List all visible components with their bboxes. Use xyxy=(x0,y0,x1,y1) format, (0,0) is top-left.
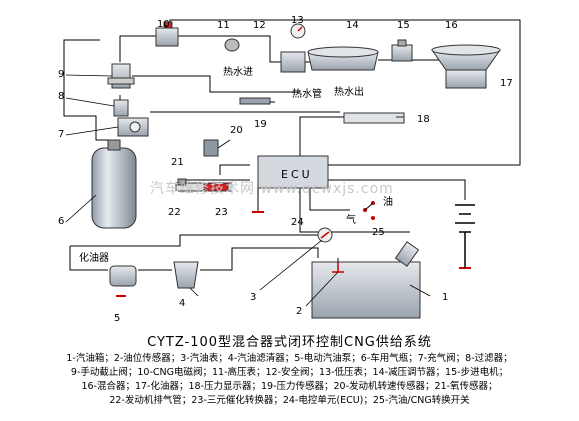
num-3: 3 xyxy=(250,292,257,303)
num-1: 1 xyxy=(442,292,449,303)
ecu-label: ECU xyxy=(281,168,313,181)
watermark: 汽车维修技术网 www.qcwxjs.com xyxy=(150,181,394,197)
num-2: 2 xyxy=(296,306,303,317)
rpm-sensor xyxy=(203,139,219,157)
stepper-motor xyxy=(391,44,413,62)
fuel-pump xyxy=(109,265,137,287)
num-5: 5 xyxy=(114,313,121,324)
fuel-filter xyxy=(173,261,199,289)
legend-line-2: 9-手动截止阀；10-CNG电磁阀；11-高压表；12-安全阀；13-低压表；1… xyxy=(70,367,509,378)
carburetor xyxy=(445,69,487,89)
gas-cylinder xyxy=(91,147,137,229)
num-6: 6 xyxy=(58,216,65,227)
num-10: 10 xyxy=(157,19,170,30)
num-20: 20 xyxy=(230,125,243,136)
num-24: 24 xyxy=(291,217,304,228)
catalytic-converter xyxy=(203,182,229,192)
diagram-caption: CYTZ-100型混合器式闭环控制CNG供给系统 xyxy=(147,335,432,350)
num-8: 8 xyxy=(58,91,65,102)
num-19: 19 xyxy=(254,119,267,130)
hot-water-out-label: 热水出 xyxy=(334,87,364,98)
pressure-display xyxy=(343,112,405,124)
num-23: 23 xyxy=(215,207,228,218)
hot-water-in-label: 热水进 xyxy=(223,67,253,78)
num-21: 21 xyxy=(171,157,184,168)
num-18: 18 xyxy=(417,114,430,125)
oil-filter-label: 化油器 xyxy=(79,253,109,264)
num-13: 13 xyxy=(291,15,304,26)
legend-line-3: 16-混合器；17-化油器；18-压力显示器；19-压力传感器；20-发动机转速… xyxy=(81,381,498,392)
battery xyxy=(455,204,475,268)
num-16: 16 xyxy=(445,20,458,31)
fuel-tank xyxy=(311,261,421,319)
num-7: 7 xyxy=(58,129,65,140)
num-11: 11 xyxy=(217,20,230,31)
num-14: 14 xyxy=(346,20,359,31)
num-4: 4 xyxy=(179,298,186,309)
num-9: 9 xyxy=(58,69,65,80)
oxygen-sensor xyxy=(177,178,187,186)
num-22: 22 xyxy=(168,207,181,218)
legend-line-4: 22-发动机排气管；23-三元催化转换器；24-电控单元(ECU)；25-汽油/… xyxy=(109,395,470,406)
num-17: 17 xyxy=(500,78,513,89)
num-25: 25 xyxy=(372,227,385,238)
num-12: 12 xyxy=(253,20,266,31)
high-pressure-gauge xyxy=(224,38,240,52)
safety-valve xyxy=(280,51,306,73)
cng-solenoid-valve xyxy=(155,27,179,47)
legend-line-1: 1-汽油箱；2-油位传感器；3-汽油表；4-汽油滤清器；5-电动汽油泵；6-车用… xyxy=(66,353,513,364)
switch-gas-label: 气 xyxy=(346,215,356,226)
filter xyxy=(113,99,129,117)
switch-oil-label: 油 xyxy=(383,197,393,208)
pressure-sensor xyxy=(239,97,271,105)
num-15: 15 xyxy=(397,20,410,31)
ecu-box xyxy=(257,155,329,189)
hot-water-pipe-label: 热水管 xyxy=(292,89,322,100)
